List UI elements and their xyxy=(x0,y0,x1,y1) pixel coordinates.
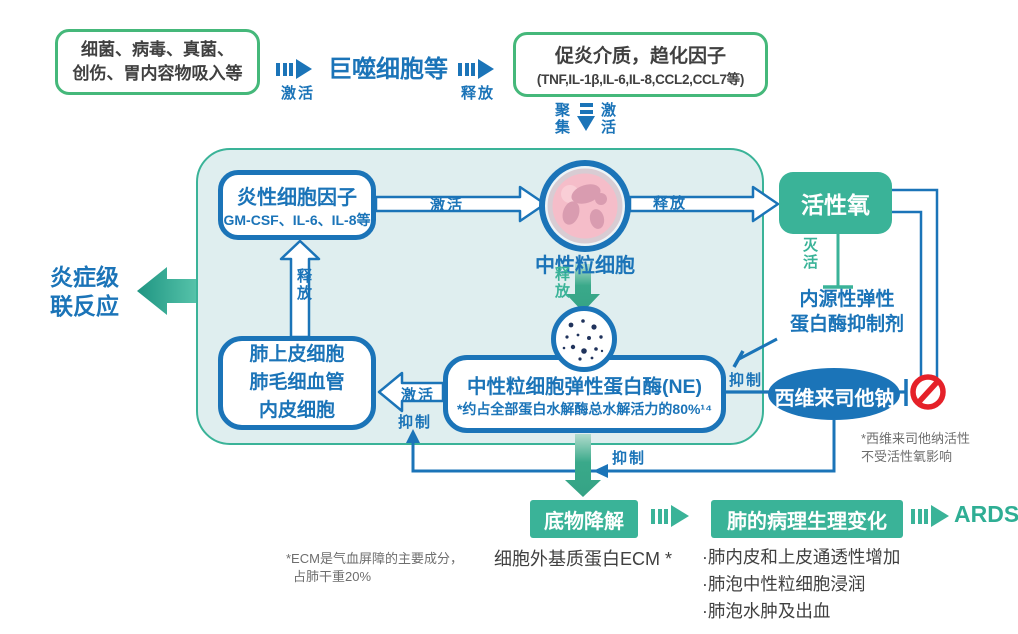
ecm-footnote-line2: 占肺干重20% xyxy=(293,569,372,584)
cytokine-box: 炎性细胞因子 GM-CSF、IL-6、IL-8等 xyxy=(218,170,376,240)
cascade-arrow xyxy=(137,267,196,315)
trigger-line2: 创伤、胃内容物吸入等 xyxy=(72,64,243,83)
cascade-label: 炎症级 联反应 xyxy=(50,263,119,321)
striped-arrow-icon xyxy=(276,59,312,79)
activate-arrow-label: 激活 xyxy=(430,197,465,214)
sivelestat-footnote: *西维来司他纳活性 不受活性氧影响 xyxy=(861,430,970,466)
mediator-line1: 促炎介质，趋化因子 xyxy=(554,46,726,67)
ne-line2: *约占全部蛋白水解酶总水解活力的80%¹⁴ xyxy=(456,400,713,417)
trigger-box: 细菌、病毒、真菌、 创伤、胃内容物吸入等 xyxy=(55,29,260,95)
striped-down-arrow-icon xyxy=(577,103,595,131)
endogenous-line2: 蛋白酶抑制剂 xyxy=(789,314,904,335)
patho-bullet: ·肺泡水肿及出血 xyxy=(702,601,831,621)
cascade-line1: 炎症级 xyxy=(50,264,119,290)
striped-arrow-icon xyxy=(458,59,494,79)
cascade-line2: 联反应 xyxy=(50,293,119,319)
substrate-box: 底物降解 xyxy=(530,500,638,538)
inactivate-label: 灭活 xyxy=(801,237,818,271)
activate2-label: 激活 xyxy=(599,102,616,136)
patho-bullet: ·肺泡中性粒细胞浸润 xyxy=(702,574,866,594)
release-label: 释放 xyxy=(461,85,496,102)
patho-bullet: ·肺内皮和上皮通透性增加 xyxy=(702,547,901,567)
inhibit-ne-label: 抑制 xyxy=(729,372,764,389)
mediator-line2: (TNF,IL-1β,IL-6,IL-8,CCL2,CCL7等) xyxy=(536,72,745,87)
cytokine-line1: 炎性细胞因子 xyxy=(237,186,357,209)
sivelestat-footnote-line2: 不受活性氧影响 xyxy=(861,449,953,464)
prohibition-icon xyxy=(910,374,946,410)
activate-left-label: 激活 xyxy=(401,387,436,404)
sivelestat-footnote-line1: *西维来司他纳活性 xyxy=(861,431,971,446)
neutrophil-label: 中性粒细胞 xyxy=(535,255,635,277)
gather-label: 聚集 xyxy=(553,102,570,136)
ros-label: 活性氧 xyxy=(801,192,870,218)
release-arrow-label: 释放 xyxy=(653,195,688,212)
ne-line1: 中性粒细胞弹性蛋白酶(NE) xyxy=(466,375,703,398)
sivelestat-label: 西维来司他钠 xyxy=(774,388,895,410)
endogenous-line1: 内源性弹性 xyxy=(799,289,895,310)
striped-arrow-icon xyxy=(911,505,949,527)
cytokine-line2: GM-CSF、IL-6、IL-8等 xyxy=(223,211,371,228)
ecm-label: 细胞外基质蛋白ECM * xyxy=(494,549,673,569)
lung-line2: 肺毛细血管 xyxy=(249,372,345,393)
inhibit-bottom-label: 抑制 xyxy=(612,450,647,467)
mediator-box: 促炎介质，趋化因子 (TNF,IL-1β,IL-6,IL-8,CCL2,CCL7… xyxy=(513,32,768,97)
ards-label: ARDS xyxy=(954,501,1018,527)
striped-arrow-icon xyxy=(651,505,689,527)
release-down-label: 释放 xyxy=(553,266,570,300)
macrophage-label: 巨噬细胞等 xyxy=(328,56,448,83)
patho-label: 肺的病理生理变化 xyxy=(727,510,887,533)
ros-box: 活性氧 xyxy=(779,172,892,234)
inhibit-left-label: 抑制 xyxy=(398,414,433,431)
activate-label: 激活 xyxy=(281,85,316,102)
patho-bullet-list: ·肺内皮和上皮通透性增加 ·肺泡中性粒细胞浸润 ·肺泡水肿及出血 xyxy=(702,544,900,625)
lung-box: 肺上皮细胞 肺毛细血管 内皮细胞 xyxy=(218,336,376,430)
endogenous-inhibitor-label: 内源性弹性 蛋白酶抑制剂 xyxy=(777,287,917,337)
ecm-footnote: *ECM是气血屏障的主要成分， 占肺干重20% xyxy=(286,550,463,586)
inhibit-arrowhead-left xyxy=(593,464,608,478)
lung-line3: 内皮细胞 xyxy=(258,400,335,421)
lung-line1: 肺上皮细胞 xyxy=(249,344,345,365)
ecm-footnote-line1: *ECM是气血屏障的主要成分， xyxy=(286,551,463,566)
release-up-label: 释放 xyxy=(295,268,312,302)
trigger-line1: 细菌、病毒、真菌、 xyxy=(81,40,234,59)
granule-circle-icon xyxy=(551,306,617,372)
patho-box: 肺的病理生理变化 xyxy=(711,500,903,538)
substrate-label: 底物降解 xyxy=(544,510,624,533)
